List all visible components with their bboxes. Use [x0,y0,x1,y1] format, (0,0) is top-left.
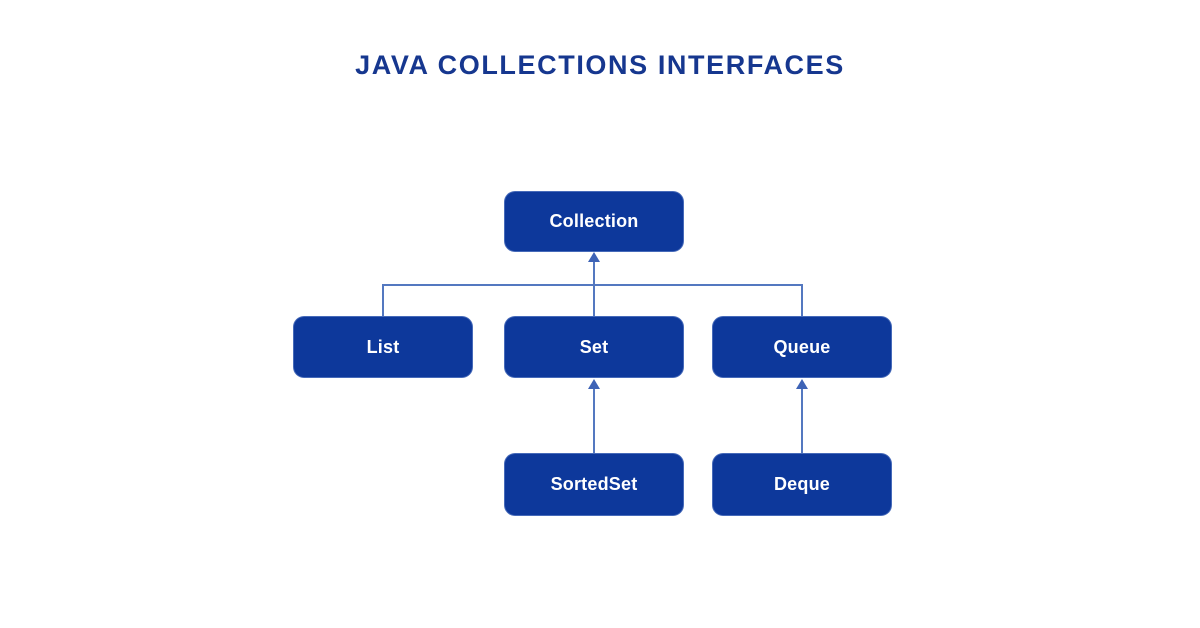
edge-sortedset-to-set-shaft [593,388,595,453]
edge-set-to-collection-shaft [593,260,595,316]
edge-horizontal-connector [382,284,803,286]
node-list: List [293,316,473,378]
node-queue-label: Queue [773,336,831,357]
arrowhead-up-into-collection-icon [588,252,600,262]
node-deque: Deque [712,453,892,516]
node-sortedset-label: SortedSet [550,474,638,494]
page-title: JAVA COLLECTIONS INTERFACES [355,50,845,80]
edge-deque-to-queue-shaft [801,388,803,453]
arrowhead-up-into-set-icon [588,379,600,389]
node-deque-label: Deque [773,474,830,494]
node-sortedset: SortedSet [504,453,684,516]
edge-list-stub [382,286,384,316]
arrowhead-up-into-queue-icon [796,379,808,389]
edge-queue-stub [801,286,803,316]
node-collection: Collection [504,191,684,252]
node-collection-label: Collection [549,211,639,231]
node-set: Set [504,316,684,378]
node-set-label: Set [579,336,609,357]
node-list-label: List [366,336,400,357]
node-queue: Queue [712,316,892,378]
